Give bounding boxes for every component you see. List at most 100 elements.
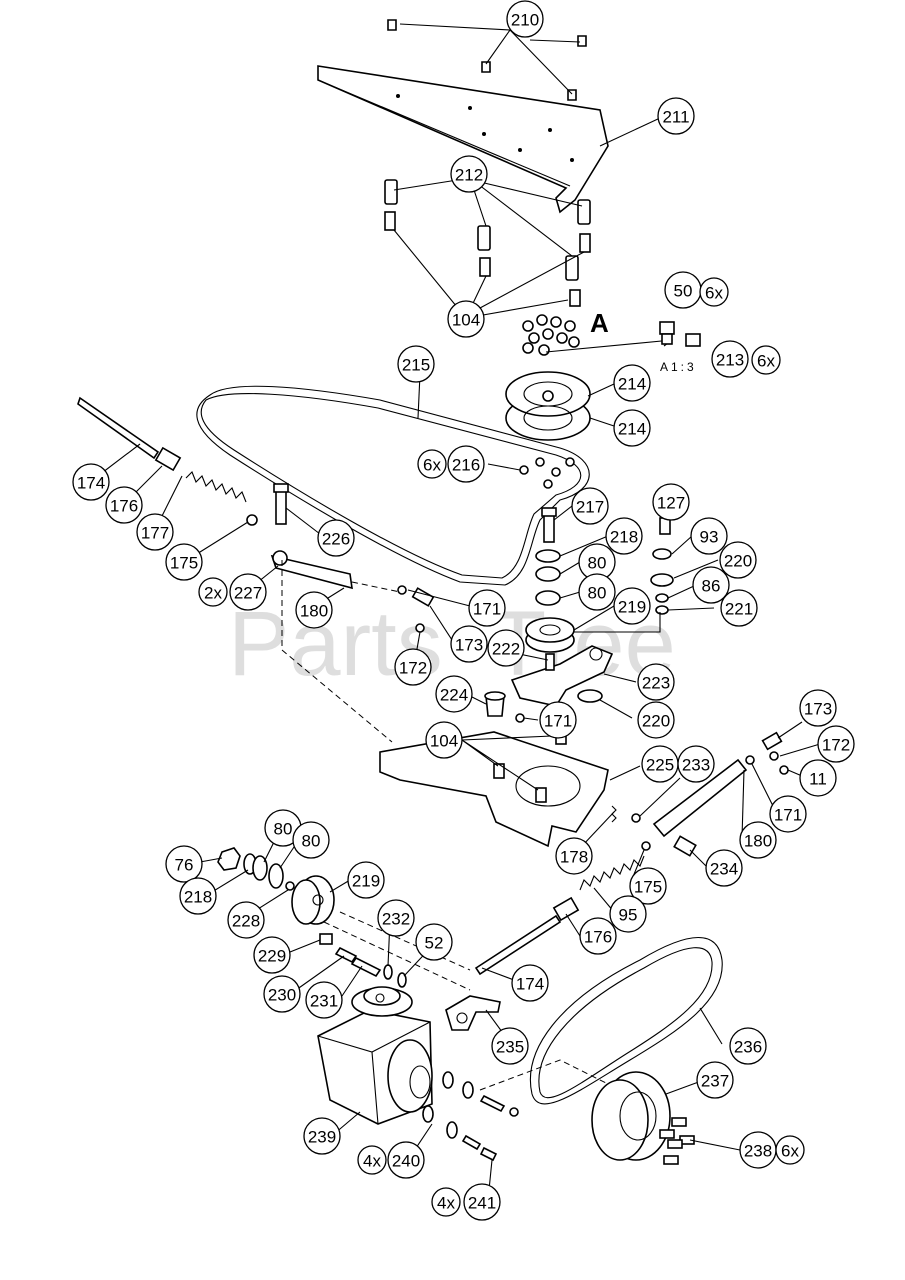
callout-label: 238 [744, 1142, 772, 1161]
callout-circle [775, 1135, 805, 1165]
callout-176: 176 [105, 486, 143, 524]
callout-175: 175 [629, 867, 667, 905]
callout-label: 104 [430, 732, 458, 751]
callout-circle [394, 648, 432, 686]
callout-circle [605, 517, 643, 555]
belt-215 [196, 385, 590, 586]
callout-circle [751, 345, 781, 375]
callout-80: 80 [292, 821, 330, 859]
callout-circle [435, 675, 473, 713]
callout-circle [179, 877, 217, 915]
callout-circle [799, 689, 837, 727]
callout-circle [347, 861, 385, 899]
callout-circle [263, 975, 301, 1013]
callout-231: 231 [305, 981, 343, 1019]
washer-233 [631, 813, 641, 823]
pulley-237 [591, 1071, 671, 1161]
callout-label: 216 [452, 456, 480, 475]
callout-127: 127 [652, 483, 690, 521]
callout-label: 95 [619, 906, 638, 925]
pulley-214 [505, 371, 591, 441]
callout-173: 173 [450, 625, 488, 663]
callout-label: 210 [511, 11, 539, 30]
callout-circle [425, 721, 463, 759]
callout-circle [613, 409, 651, 447]
callout-232: 232 [377, 899, 415, 937]
callout-circle [317, 519, 355, 557]
callout-circle [450, 625, 488, 663]
callout-label: 76 [175, 856, 194, 875]
callout-label: 174 [77, 474, 105, 493]
callout-95: 95 [609, 895, 647, 933]
callout-label: 6x [423, 456, 441, 475]
callout-circle [609, 895, 647, 933]
callout-circle [629, 867, 667, 905]
callout-circle [415, 923, 453, 961]
callout-circle [72, 463, 110, 501]
callout-label: 235 [496, 1038, 524, 1057]
callout-circle [657, 97, 695, 135]
seal-1 [442, 1071, 454, 1089]
callout-circle [652, 483, 690, 521]
idler-arm-223 [510, 645, 614, 707]
callout-circle [699, 277, 729, 307]
bolt-cluster [522, 314, 580, 356]
callout-52: 52 [415, 923, 453, 961]
callout-circle [711, 340, 749, 378]
callout-235: 235 [491, 1027, 529, 1065]
callout-label: 6x [757, 352, 775, 371]
washer-220b [577, 689, 603, 703]
bearing-80b [535, 590, 561, 606]
callout-label: 178 [560, 848, 588, 867]
callout-label: 50 [674, 282, 693, 301]
callout-171: 171 [769, 795, 807, 833]
callout-label: 80 [274, 820, 293, 839]
callout-circle [447, 445, 485, 483]
callout-215: 215 [397, 345, 435, 383]
callout-label: 171 [473, 600, 501, 619]
callout-80: 80 [264, 809, 302, 847]
callout-6x: 6x [417, 449, 447, 479]
callout-label: 171 [544, 712, 572, 731]
callout-circle [165, 543, 203, 581]
callout-circle [739, 821, 777, 859]
callout-label: 233 [682, 756, 710, 775]
spacers-212 [384, 179, 591, 307]
callout-label: 174 [516, 975, 544, 994]
callout-50: 50 [664, 271, 702, 309]
callout-222: 222 [487, 629, 525, 667]
callout-circle [705, 849, 743, 887]
callout-label: 226 [322, 530, 350, 549]
callout-label: 223 [642, 674, 670, 693]
callout-label: 176 [110, 497, 138, 516]
washer-232 [383, 964, 393, 980]
shaft-231 [350, 956, 382, 978]
collar-176 [154, 446, 182, 472]
callout-label: 80 [302, 832, 321, 851]
callout-label: 80 [588, 584, 607, 603]
nut-171b [515, 713, 525, 723]
bearing-80 [535, 566, 561, 582]
callout-label: 230 [268, 986, 296, 1005]
callout-104: 104 [447, 300, 485, 338]
callout-label: 219 [352, 872, 380, 891]
rod-174b [474, 914, 562, 976]
detail-letter: A [590, 308, 609, 338]
nut-221 [655, 605, 669, 615]
callout-234: 234 [705, 849, 743, 887]
nuts-216 [519, 457, 575, 489]
callout-circle [511, 964, 549, 1002]
callout-172: 172 [394, 648, 432, 686]
callout-circle [292, 821, 330, 859]
callout-circle [431, 1187, 461, 1217]
callout-label: 6x [781, 1142, 799, 1161]
callout-circle [377, 899, 415, 937]
detail-scale: A1:3 [660, 360, 697, 374]
callout-label: 227 [234, 584, 262, 603]
callout-circle [579, 917, 617, 955]
callout-circle [468, 589, 506, 627]
callout-211: 211 [657, 97, 695, 135]
callout-circle [463, 1183, 501, 1221]
callout-label: 172 [822, 736, 850, 755]
callout-218: 218 [179, 877, 217, 915]
